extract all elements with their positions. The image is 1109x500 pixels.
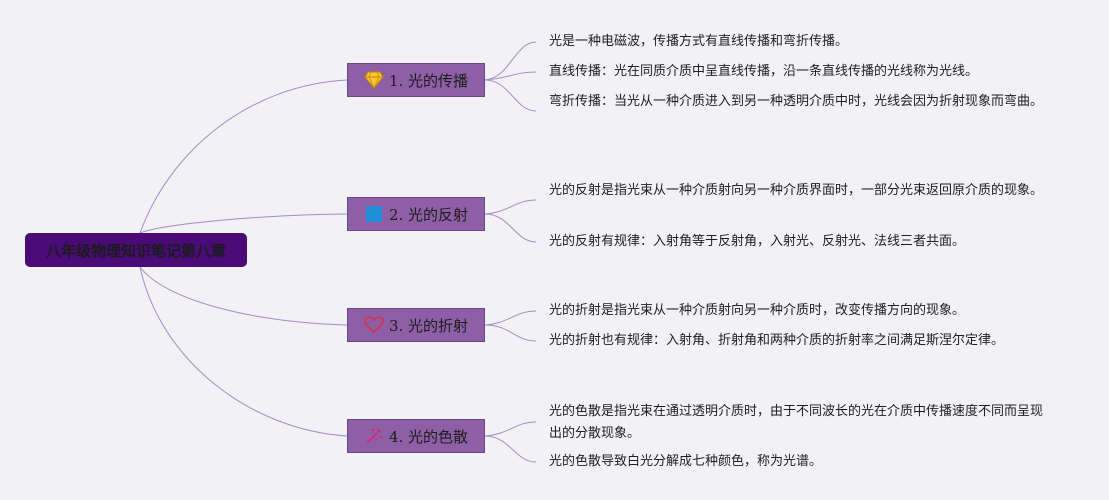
connector-b2-leaf-1 (484, 199, 537, 215)
leaf-node[interactable]: 光的色散导致白光分解成七种颜色，称为光谱。 (549, 454, 823, 469)
root-node[interactable]: 八年级物理知识笔记第八章 (25, 233, 247, 267)
branch-label-1: 1. 光的传播 (388, 71, 469, 90)
connector-b1-leaf-2 (484, 71, 537, 81)
leaf-node[interactable]: 弯折传播：当光从一种介质进入到另一种透明介质中时，光线会因为折射现象而弯曲。 (549, 94, 1044, 109)
connector-b3-leaf-1 (484, 310, 537, 326)
connector-b2-leaf-2 (484, 213, 537, 243)
branch-node-4[interactable]: 4. 光的色散 (347, 419, 485, 453)
leaf-node[interactable]: 光的反射有规律：入射角等于反射角，入射光、反射光、法线三者共面。 (549, 234, 966, 249)
sparkle-icon (364, 426, 384, 446)
leaf-node[interactable]: 光的折射是指光束从一种介质射向另一种介质时，改变传播方向的现象。 (549, 303, 966, 318)
connector-root-branch-3 (139, 266, 348, 326)
branch-label-3: 3. 光的折射 (388, 316, 469, 335)
root-label: 八年级物理知识笔记第八章 (45, 241, 226, 260)
leaf-node[interactable]: 光的折射也有规律：入射角、折射角和两种介质的折射率之间满足斯涅尔定律。 (549, 333, 1005, 348)
branch-label-2: 2. 光的反射 (388, 205, 469, 224)
connector-root-branch-1 (139, 79, 348, 234)
connector-root-branch-2 (139, 213, 348, 234)
connector-root-branch-4 (139, 266, 348, 437)
leaf-node[interactable]: 直线传播：光在同质介质中呈直线传播，沿一条直线传播的光线称为光线。 (549, 64, 979, 79)
branch-label-4: 4. 光的色散 (388, 427, 469, 446)
connector-b1-leaf-3 (484, 79, 537, 112)
branch-node-2[interactable]: 2. 光的反射 (347, 197, 485, 231)
leaf-node[interactable]: 光的色散是指光束在通过透明介质时，由于不同波长的光在介质中传播速度不同而呈现出的… (549, 404, 1044, 441)
connector-b3-leaf-2 (484, 324, 537, 342)
connector-b4-leaf-1 (484, 421, 537, 437)
diamond-icon (364, 70, 384, 90)
connector-b1-leaf-1 (484, 41, 537, 81)
blue-square-icon (364, 204, 384, 224)
branch-node-3[interactable]: 3. 光的折射 (347, 308, 485, 342)
leaf-node[interactable]: 光的反射是指光束从一种介质射向另一种介质界面时，一部分光束返回原介质的现象。 (549, 183, 1044, 198)
leaf-node[interactable]: 光是一种电磁波，传播方式有直线传播和弯折传播。 (549, 34, 849, 49)
heart-outline-icon (364, 315, 384, 335)
connector-b4-leaf-2 (484, 435, 537, 463)
branch-node-1[interactable]: 1. 光的传播 (347, 63, 485, 97)
